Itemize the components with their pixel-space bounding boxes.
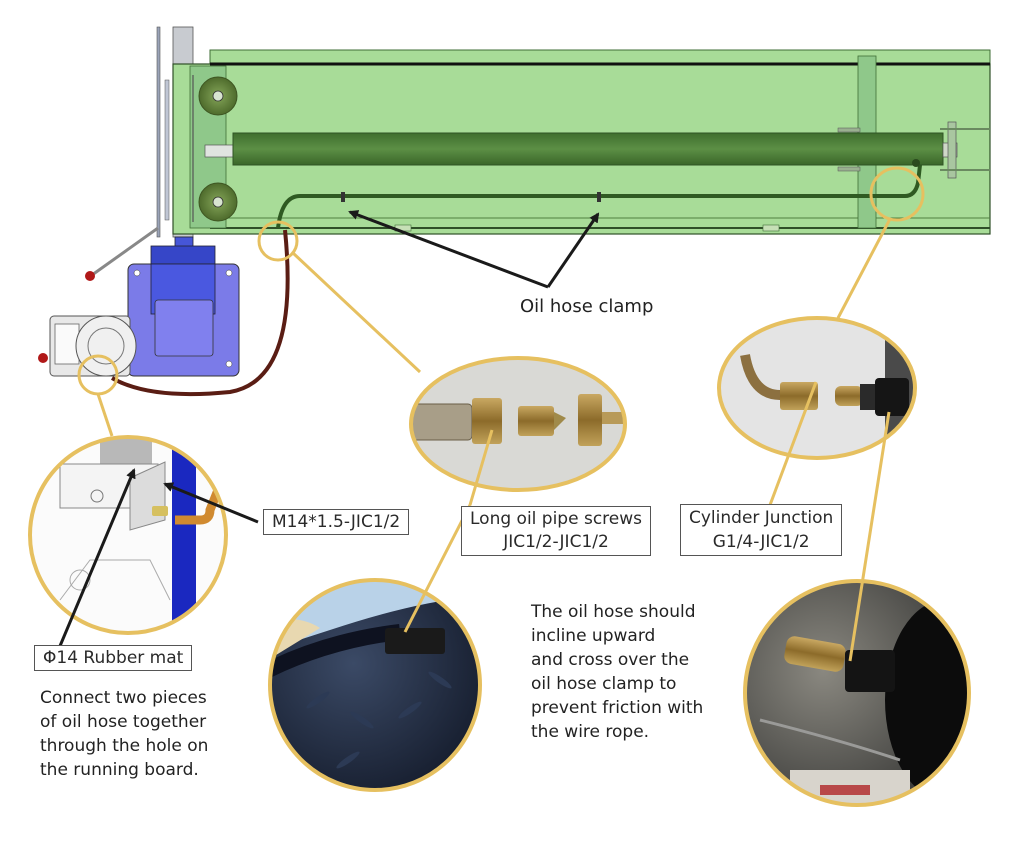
note-line: oil hose clamp to	[531, 674, 677, 694]
hose-clamp-2	[597, 192, 601, 202]
long-pipe-screws-title: Long oil pipe screws	[470, 509, 643, 529]
note-line: prevent friction with	[531, 698, 704, 718]
incline-hose-note: The oil hose should incline upward and c…	[531, 600, 703, 744]
cylinder-junction-photo	[717, 316, 917, 460]
rubber-mat-label: Φ14 Rubber mat	[34, 645, 193, 671]
note-line: incline upward	[531, 626, 656, 646]
photo-pointers	[403, 381, 891, 662]
oil-pipe	[276, 159, 922, 229]
pointer-arrows	[58, 210, 600, 647]
connect-hose-note: Connect two pieces of oil hose together …	[40, 686, 208, 782]
hose-clamp-1	[341, 192, 345, 202]
cylinder-junction-spec: G1/4-JIC1/2	[712, 532, 810, 552]
sheave-wheels	[198, 76, 238, 222]
m14-fitting-label: M14*1.5-JIC1/2	[263, 509, 410, 535]
power-unit	[38, 226, 240, 377]
hydraulic-cylinder	[204, 121, 990, 179]
long-pipe-screws-label: Long oil pipe screws JIC1/2-JIC1/2	[461, 506, 652, 556]
pump-outlet-detail	[28, 435, 228, 635]
note-line: of oil hose together	[40, 712, 207, 732]
oil-hose-clamp-label: Oil hose clamp	[520, 296, 654, 317]
note-line: The oil hose should	[531, 602, 696, 622]
note-line: Connect two pieces	[40, 688, 207, 708]
cylinder-junction-label: Cylinder Junction G1/4-JIC1/2	[680, 504, 843, 556]
callout-markers	[77, 166, 925, 437]
long-pipe-screws-photo	[409, 356, 627, 492]
note-line: through the hole on	[40, 736, 209, 756]
note-line: and cross over the	[531, 650, 690, 670]
note-line: the running board.	[40, 760, 199, 780]
note-line: the wire rope.	[531, 722, 650, 742]
cylinder-junction-title: Cylinder Junction	[689, 508, 834, 528]
oil-hose	[110, 229, 290, 397]
hose-through-mat-photo	[268, 578, 482, 792]
long-pipe-screws-spec: JIC1/2-JIC1/2	[503, 532, 609, 552]
cylinder-installed-photo	[743, 579, 971, 807]
